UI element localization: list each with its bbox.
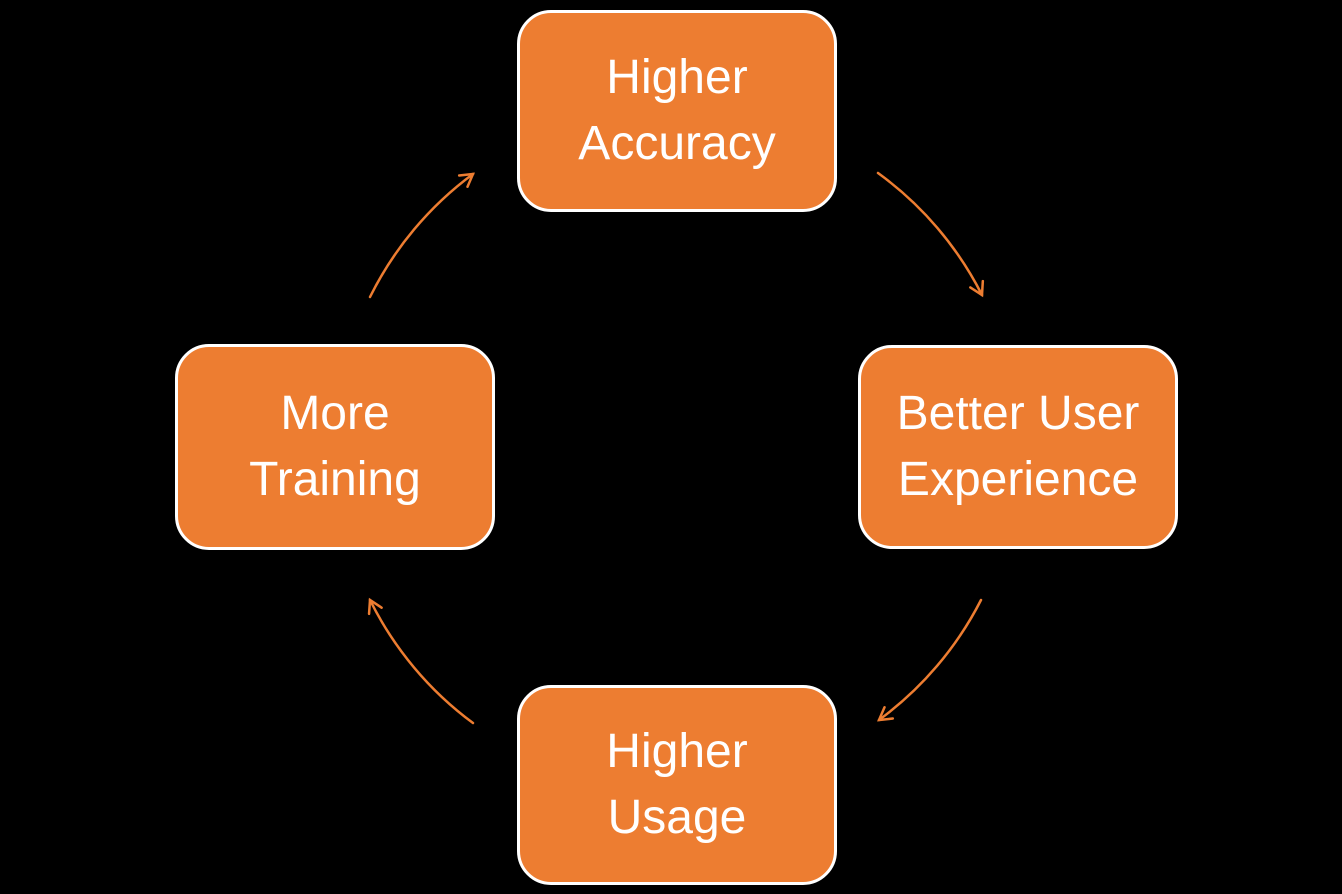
node-better-user-experience: Better User Experience — [858, 345, 1178, 549]
arrow-experience-to-usage-icon — [877, 598, 983, 722]
arrow-training-to-accuracy-icon — [368, 172, 475, 299]
node-label-more-training: More Training — [249, 386, 421, 506]
arrow-accuracy-to-experience-icon — [876, 171, 985, 298]
node-label-better-user-experience: Better User Experience — [896, 386, 1140, 506]
node-higher-usage: Higher Usage — [517, 685, 837, 885]
node-label-higher-accuracy: Higher Accuracy — [578, 50, 776, 170]
node-label-higher-usage: Higher Usage — [606, 724, 748, 844]
node-more-training: More Training — [175, 344, 495, 550]
node-higher-accuracy: Higher Accuracy — [517, 10, 837, 212]
arrow-usage-to-training-icon — [367, 597, 475, 725]
